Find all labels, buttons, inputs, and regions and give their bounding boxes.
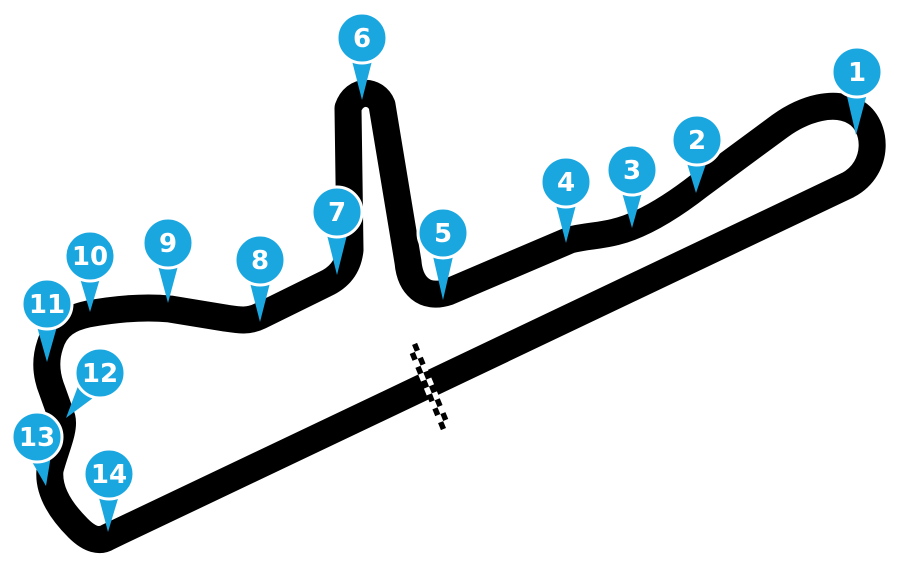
turn-marker-8: 8: [233, 233, 287, 322]
checker-square: [440, 412, 449, 422]
marker-circle: [416, 206, 470, 260]
turn-number-label: 4: [557, 168, 575, 198]
turn-marker-4: 4: [539, 155, 593, 243]
race-track: [33, 80, 886, 554]
checker-square: [415, 365, 424, 375]
turn-number-label: 7: [328, 198, 346, 228]
marker-pointer: [157, 262, 179, 303]
checker-square: [412, 358, 421, 368]
marker-circle: [830, 45, 884, 99]
marker-pointer: [621, 189, 643, 228]
turn-number-label: 13: [19, 423, 55, 453]
turn-marker-14: 14: [82, 447, 136, 532]
marker-circle: [10, 410, 64, 464]
marker-pointer: [97, 492, 120, 532]
marker-circle: [233, 233, 287, 287]
turn-number-label: 8: [251, 246, 269, 276]
turn-number-label: 5: [434, 219, 452, 249]
checker-square: [426, 393, 435, 403]
checker-square: [423, 386, 432, 396]
turn-marker-3: 3: [605, 143, 659, 228]
checker-square: [443, 418, 452, 428]
marker-circle: [605, 143, 659, 197]
turn-marker-10: 10: [63, 229, 117, 312]
marker-circle: [73, 346, 127, 400]
marker-circle: [335, 11, 389, 65]
marker-pointer: [685, 158, 708, 193]
checker-square: [406, 345, 415, 355]
turn-marker-13: 13: [10, 410, 64, 486]
marker-circle: [141, 216, 195, 270]
turn-marker-1: 1: [830, 45, 884, 135]
turn-marker-9: 9: [141, 216, 195, 303]
marker-pointer: [432, 252, 454, 300]
turn-number-label: 6: [353, 24, 371, 54]
turn-marker-2: 2: [670, 113, 724, 193]
turn-number-label: 14: [91, 460, 127, 490]
checker-square: [429, 384, 437, 394]
marker-circle: [82, 447, 136, 501]
marker-circle: [539, 155, 593, 209]
start-finish-line: [406, 342, 452, 431]
marker-pointer: [36, 323, 58, 362]
checker-square: [417, 356, 426, 366]
checker-square: [420, 363, 429, 373]
turn-number-label: 2: [688, 126, 706, 156]
turn-number-label: 9: [159, 229, 177, 259]
checker-square: [414, 349, 423, 359]
turn-number-label: 11: [29, 290, 65, 320]
checker-square: [435, 414, 444, 424]
checker-square: [434, 398, 443, 408]
checker-square: [418, 372, 427, 382]
marker-circle: [670, 113, 724, 167]
marker-pointer: [845, 90, 868, 135]
checker-square: [438, 421, 446, 431]
checker-square: [437, 405, 446, 415]
marker-circle: [20, 277, 74, 331]
marker-pointer: [79, 275, 101, 312]
turn-number-label: 12: [82, 359, 118, 389]
turn-marker-6: 6: [335, 11, 389, 100]
marker-circle: [63, 229, 117, 283]
marker-circle: [310, 185, 364, 239]
turn-marker-5: 5: [416, 206, 470, 300]
checker-square: [409, 351, 418, 361]
checker-square: [412, 342, 420, 352]
turn-marker-11: 11: [20, 277, 74, 362]
turn-marker-12: 12: [66, 346, 127, 418]
checker-square: [432, 407, 441, 417]
marker-pointer: [555, 201, 577, 243]
checker-square: [423, 370, 432, 380]
turn-number-label: 3: [623, 156, 641, 186]
marker-pointer: [351, 57, 373, 100]
checker-square: [429, 400, 438, 410]
turn-number-label: 10: [72, 242, 108, 272]
turn-number-label: 1: [848, 58, 866, 88]
checker-square: [431, 391, 440, 401]
checker-square: [421, 379, 429, 389]
checker-square: [426, 377, 435, 387]
marker-pointer: [326, 231, 348, 275]
turn-marker-7: 7: [310, 185, 364, 275]
marker-pointer: [249, 279, 271, 322]
